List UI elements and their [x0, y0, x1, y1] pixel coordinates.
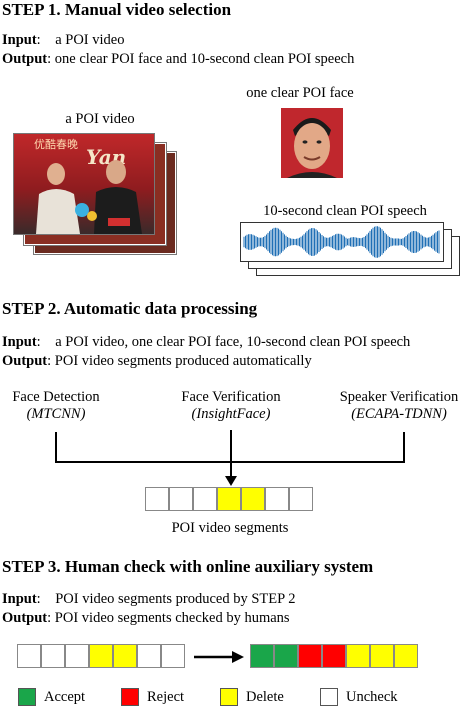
- input-label: Input: [2, 32, 37, 48]
- legend-swatch-delete: [220, 688, 238, 706]
- legend-label-delete: Delete: [246, 689, 284, 705]
- arrow-down-icon: [225, 476, 237, 486]
- output-text: POI video segments checked by humans: [54, 610, 290, 626]
- speech-card-front: [240, 222, 444, 262]
- segment-uncheck: [289, 487, 313, 511]
- segment-uncheck: [65, 644, 89, 668]
- video-frame-front: 优酷春晚 Yan: [14, 134, 154, 234]
- segment-uncheck: [193, 487, 217, 511]
- poi-face-image: [281, 108, 343, 178]
- output-label: Output: [2, 610, 48, 626]
- module-name: Face Detection: [12, 389, 100, 405]
- legend-swatch-reject: [121, 688, 139, 706]
- segment-uncheck: [161, 644, 185, 668]
- legend-label-uncheck: Uncheck: [346, 689, 398, 705]
- legend-label-accept: Accept: [44, 689, 86, 705]
- video-thumbnail: 优酷春晚 Yan: [34, 138, 142, 234]
- legend-label-reject: Reject: [147, 689, 185, 705]
- speech-caption: 10-second clean POI speech: [263, 203, 427, 219]
- segment-delete: [394, 644, 418, 668]
- segment-delete: [217, 487, 241, 511]
- step3-input-line: Input: POI video segments produced by ST…: [2, 591, 296, 607]
- output-label: Output: [2, 353, 48, 369]
- module-speaker-verification: Speaker Verification (ECAPA-TDNN): [326, 389, 468, 423]
- segment-delete: [241, 487, 265, 511]
- module-face-verification: Face Verification (InsightFace): [160, 389, 302, 423]
- module-model: (InsightFace): [191, 406, 271, 422]
- step1-output-line: Output: one clear POI face and 10-second…: [2, 51, 355, 67]
- segment-accept: [250, 644, 274, 668]
- step3-output-line: Output: POI video segments checked by hu…: [2, 610, 290, 626]
- segment-delete: [370, 644, 394, 668]
- output-text: POI video segments produced automaticall…: [54, 353, 312, 369]
- input-text: a POI video: [55, 32, 125, 48]
- segment-reject: [322, 644, 346, 668]
- segment-uncheck: [137, 644, 161, 668]
- video-caption: a POI video: [65, 111, 135, 127]
- step2-title: STEP 2. Automatic data processing: [2, 299, 258, 318]
- input-label: Input: [2, 334, 37, 350]
- arrow-right-icon: [194, 651, 244, 663]
- legend-swatch-accept: [18, 688, 36, 706]
- segment-reject: [298, 644, 322, 668]
- waveform-icon: [243, 226, 440, 258]
- module-model: (MTCNN): [26, 406, 86, 422]
- segment-uncheck: [17, 644, 41, 668]
- segment-uncheck: [169, 487, 193, 511]
- step1-title: STEP 1. Manual video selection: [2, 0, 232, 19]
- input-text: a POI video, one clear POI face, 10-seco…: [55, 334, 411, 350]
- face-caption: one clear POI face: [246, 85, 354, 101]
- output-label: Output: [2, 51, 48, 67]
- segment-uncheck: [265, 487, 289, 511]
- segments-strip-step2: [145, 487, 317, 513]
- segment-delete: [89, 644, 113, 668]
- input-text: POI video segments produced by STEP 2: [55, 591, 296, 607]
- module-name: Speaker Verification: [339, 389, 459, 405]
- step3-title: STEP 3. Human check with online auxiliar…: [2, 557, 374, 576]
- module-name: Face Verification: [181, 389, 281, 405]
- segment-accept: [274, 644, 298, 668]
- segment-uncheck: [41, 644, 65, 668]
- module-connector-lines: [55, 430, 405, 486]
- face-icon: [287, 118, 337, 178]
- legend-swatch-uncheck: [320, 688, 338, 706]
- input-label: Input: [2, 591, 37, 607]
- segments-caption: POI video segments: [171, 520, 289, 536]
- output-text: one clear POI face and 10-second clean P…: [54, 51, 355, 67]
- step2-output-line: Output: POI video segments produced auto…: [2, 353, 312, 369]
- segment-delete: [346, 644, 370, 668]
- segments-strip-after-check: [250, 644, 422, 670]
- segment-delete: [113, 644, 137, 668]
- segment-uncheck: [145, 487, 169, 511]
- segments-strip-before-check: [17, 644, 189, 670]
- video-banner-text: 优酷春晚: [34, 138, 78, 151]
- step1-input-line: Input: a POI video: [2, 32, 125, 48]
- step2-input-line: Input: a POI video, one clear POI face, …: [2, 334, 411, 350]
- module-face-detection: Face Detection (MTCNN): [0, 389, 112, 423]
- module-model: (ECAPA-TDNN): [351, 406, 447, 422]
